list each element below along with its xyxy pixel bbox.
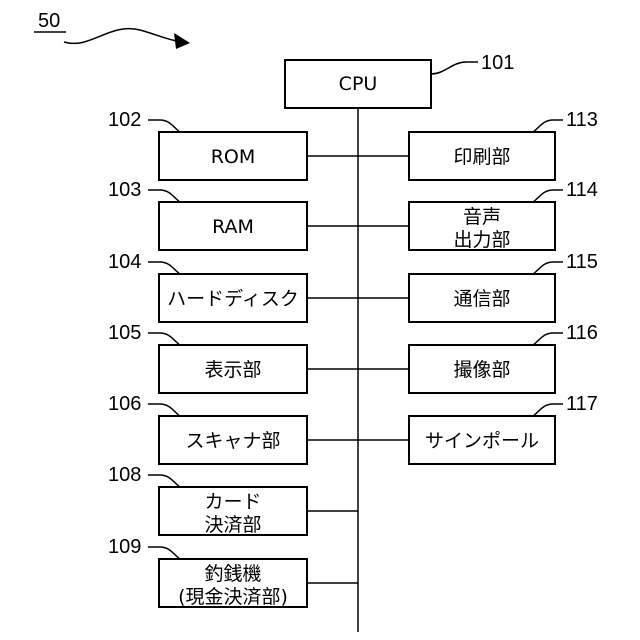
right-block-114: 音声出力部 114 <box>358 179 598 251</box>
block-label-line: 決済部 <box>204 514 261 536</box>
ref-leader <box>148 475 180 487</box>
left-block-102: ROM 102 <box>108 109 358 180</box>
cpu-label: CPU <box>339 73 378 95</box>
block-label-line: (現金決済部) <box>178 586 288 608</box>
ref-numeral: 116 <box>566 322 598 344</box>
left-block-103: RAM 103 <box>108 179 358 250</box>
ref-leader <box>148 404 180 416</box>
right-block-117: サインポール 117 <box>358 393 598 464</box>
ref-leader <box>533 333 563 345</box>
ref-leader <box>533 262 563 274</box>
block-label-line: 通信部 <box>453 288 510 310</box>
block-label-line: 釣銭機 <box>204 563 261 585</box>
left-block-105: 表示部 105 <box>108 322 358 393</box>
left-block-106: スキャナ部 106 <box>108 393 358 464</box>
ref-leader <box>148 547 180 559</box>
ref-numeral: 117 <box>566 393 598 415</box>
ref-numeral: 104 <box>108 251 141 273</box>
ref-numeral: 113 <box>566 109 598 131</box>
ref-numeral: 105 <box>108 322 141 344</box>
left-block-104: ハードディスク 104 <box>108 251 358 322</box>
ref-numeral: 108 <box>108 464 141 486</box>
block-label-line: 表示部 <box>204 359 261 381</box>
ref-leader <box>533 190 563 202</box>
ref-leader <box>148 333 180 345</box>
ref-numeral: 102 <box>108 109 141 131</box>
left-block-108: カード決済部 108 <box>108 464 358 536</box>
ref-leader <box>148 262 180 274</box>
block-label-line: スキャナ部 <box>185 430 280 452</box>
right-block-116: 撮像部 116 <box>358 322 598 393</box>
ref-leader <box>533 404 563 416</box>
right-block-115: 通信部 115 <box>358 251 598 322</box>
block-label-line: ハードディスク <box>167 288 299 310</box>
block-label-line: 音声 <box>463 206 501 228</box>
right-block-113: 印刷部 113 <box>358 109 598 180</box>
block-label-line: カード <box>204 491 261 513</box>
block-label-line: 印刷部 <box>453 146 510 168</box>
figure-pointer-arrow <box>64 29 182 44</box>
ref-leader <box>533 120 563 132</box>
block-label-line: 撮像部 <box>453 359 510 381</box>
ref-numeral: 109 <box>108 536 141 558</box>
block-label-line: RAM <box>212 216 254 238</box>
block-label-line: ROM <box>211 146 256 168</box>
ref-numeral: 106 <box>108 393 141 415</box>
left-block-109: 釣銭機(現金決済部) 109 <box>108 536 358 608</box>
block-label-line: 出力部 <box>453 229 510 251</box>
cpu-ref-leader <box>431 62 478 74</box>
ref-leader <box>148 190 180 202</box>
ref-numeral: 103 <box>108 179 141 201</box>
figure-number: 50 <box>38 10 60 32</box>
figure-pointer-arrowhead <box>174 33 190 49</box>
block-label-line: サインポール <box>425 430 539 452</box>
ref-numeral: 115 <box>566 251 598 273</box>
ref-numeral: 114 <box>566 179 598 201</box>
cpu-ref: 101 <box>481 52 514 74</box>
ref-leader <box>148 120 180 132</box>
